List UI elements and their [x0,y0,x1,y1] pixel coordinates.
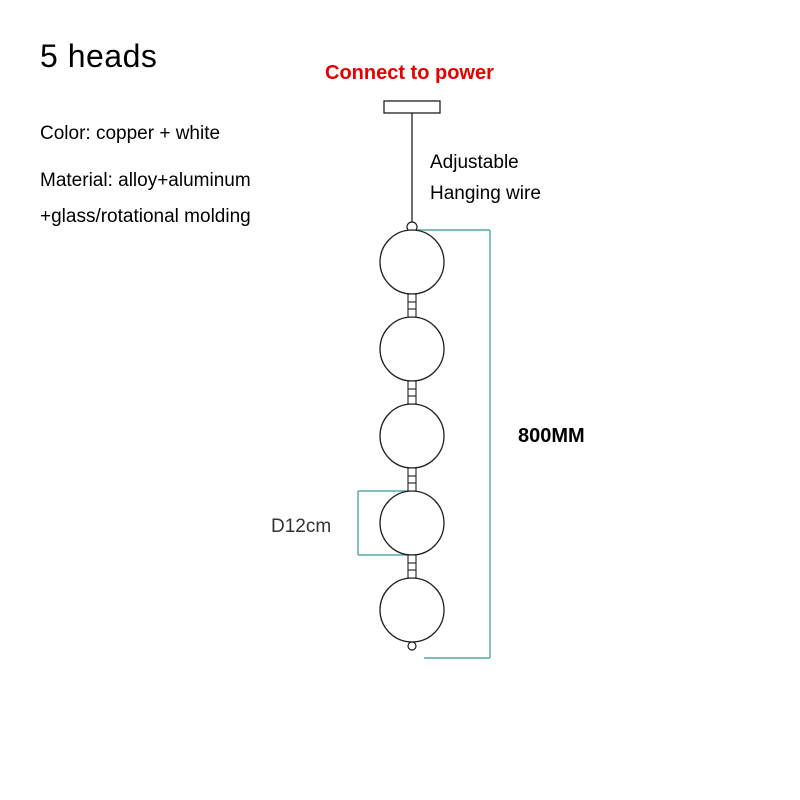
hanging-wire-label-line2: Hanging wire [430,183,541,204]
spec-material-line2: +glass/rotational molding [40,206,251,227]
sphere-connector-3 [407,467,417,492]
height-dimension-label: 800MM [518,425,585,447]
product-title: 5 heads [40,38,158,74]
diameter-dimension-bracket [357,490,410,556]
lamp-sphere-5 [379,577,445,643]
ceiling-canopy [383,100,441,114]
lamp-sphere-1 [379,229,445,295]
sphere-connector-1 [407,293,417,318]
sphere-connector-2 [407,380,417,405]
connect-to-power-label: Connect to power [325,62,494,84]
hanging-wire-label: Adjustable Hanging wire [430,147,541,209]
lamp-sphere-3 [379,403,445,469]
hanging-wire-label-line1: Adjustable [430,152,519,173]
bottom-finial-icon [407,641,417,651]
spec-material-line1: Material: alloy+aluminum [40,170,251,191]
sphere-connector-4 [407,554,417,579]
lamp-sphere-2 [379,316,445,382]
lamp-spheres [379,229,445,643]
lamp-sphere-4 [379,490,445,556]
spec-color: Color: copper + white [40,123,221,144]
diameter-dimension-label: D12cm [271,516,332,537]
height-dimension-lines [413,229,491,659]
sphere-connectors [407,293,417,579]
